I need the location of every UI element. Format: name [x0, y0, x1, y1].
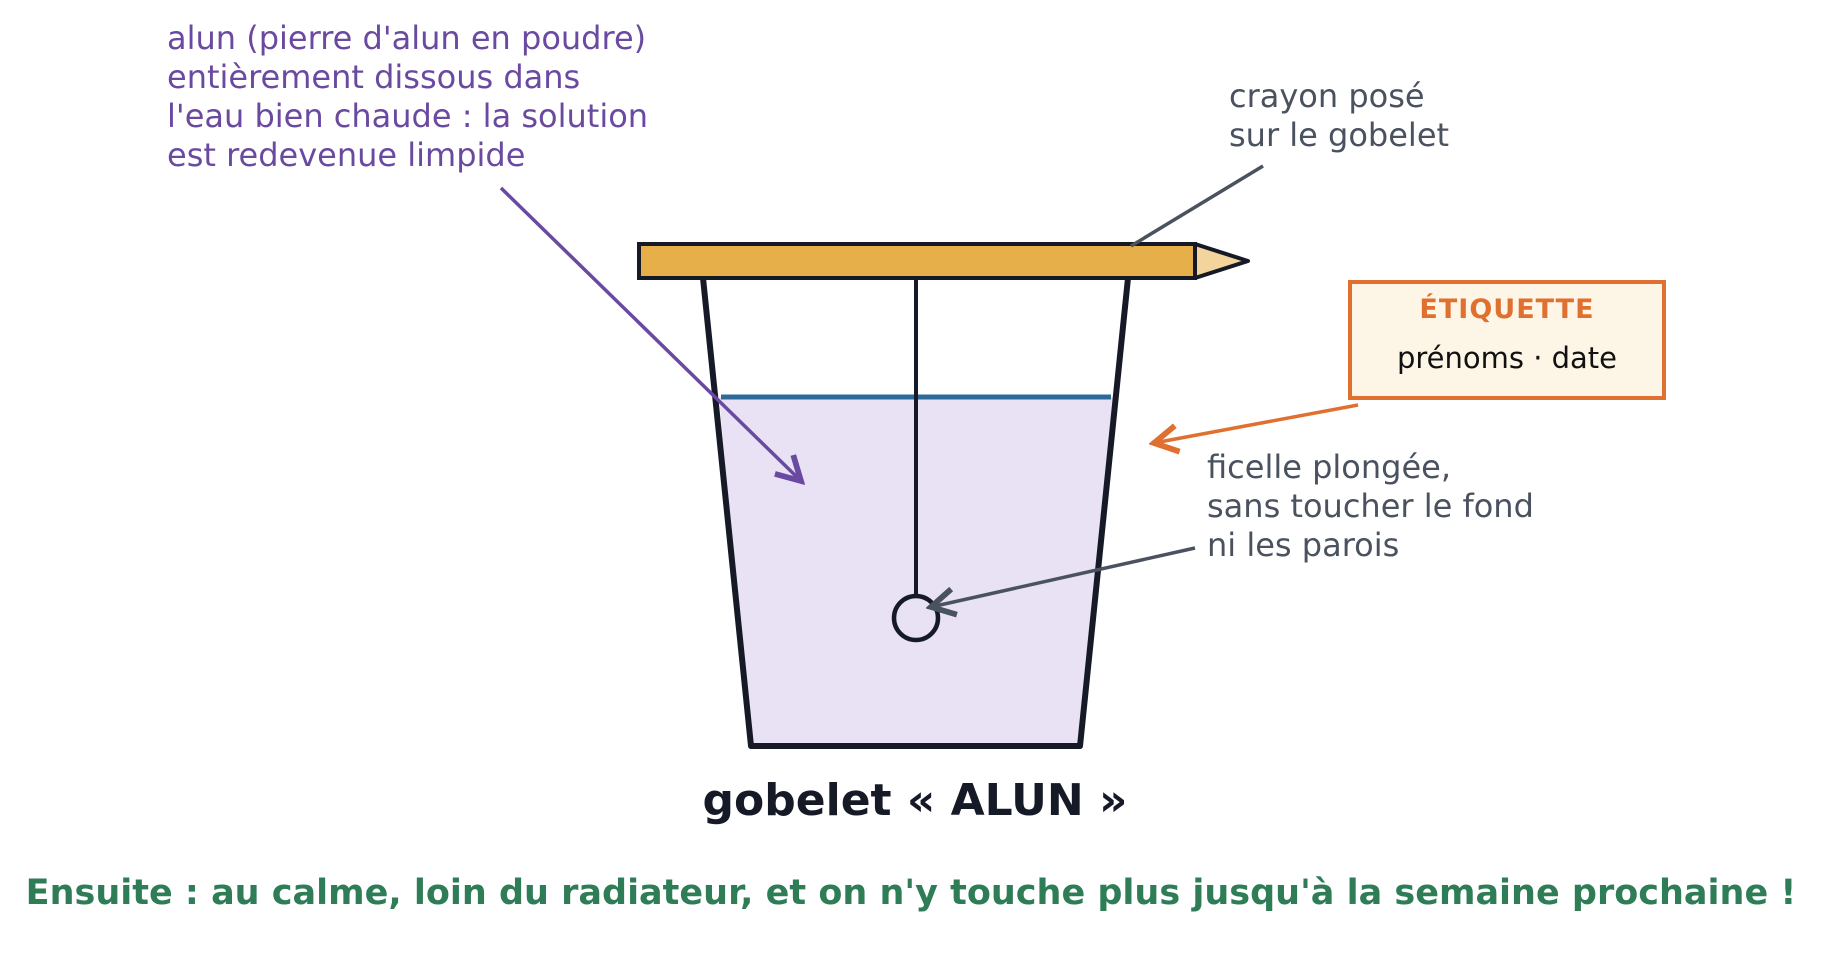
- pencil-annotation: crayon posé sur le gobelet: [1229, 77, 1450, 154]
- label-card: ÉTIQUETTE prénoms · date: [1348, 280, 1666, 400]
- cup-caption: gobelet « ALUN »: [702, 775, 1128, 826]
- label-card-body: prénoms · date: [1396, 341, 1618, 375]
- label-pointer-arrow: [1154, 403, 1359, 443]
- cup-outline: [700, 277, 1131, 749]
- alum-annotation: alun (pierre d'alun en poudre) entièreme…: [167, 19, 649, 174]
- pencil-pointer-line: [1130, 164, 1264, 248]
- string-annotation: ficelle plongée, sans toucher le fond ni…: [1207, 448, 1534, 564]
- footer-instruction: Ensuite : au calme, loin du radiateur, e…: [25, 873, 1797, 913]
- string-pointer-arrow: [931, 546, 1196, 607]
- alum-pointer-arrow: [499, 186, 801, 481]
- string-knot: [891, 593, 941, 643]
- pencil-body: [637, 242, 1197, 280]
- label-card-title: ÉTIQUETTE: [1419, 294, 1595, 325]
- pencil-tip: [1193, 242, 1250, 280]
